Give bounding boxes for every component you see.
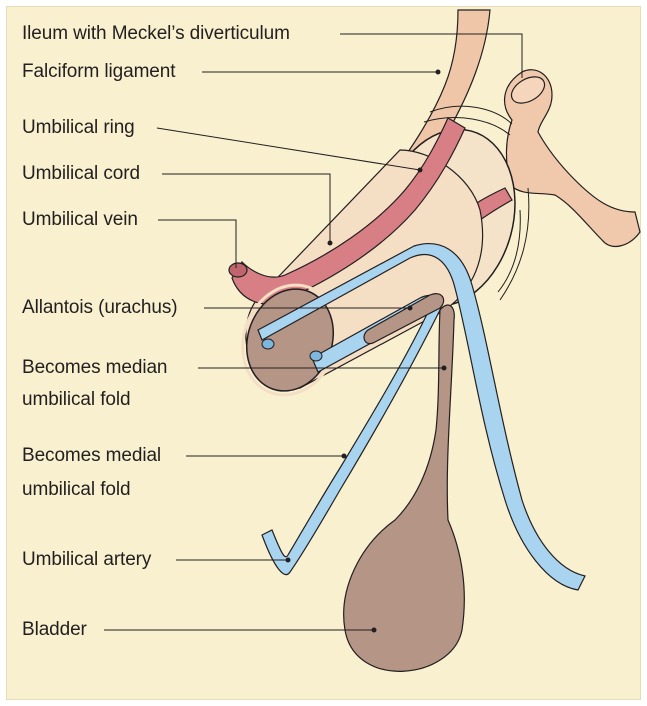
label-allantois: Allantois (urachus)	[22, 291, 177, 324]
artery-end-upper	[262, 339, 274, 349]
label-medial-fold-line2: umbilical fold	[22, 473, 130, 506]
label-falciform-ligament: Falciform ligament	[22, 55, 175, 88]
leader-umbilical-ring	[157, 128, 420, 170]
dot-medial-fold	[342, 454, 347, 459]
dot-umbilical-artery	[286, 558, 291, 563]
label-umbilical-cord: Umbilical cord	[22, 157, 140, 190]
leader-ileum	[340, 34, 522, 78]
label-ileum: Ileum with Meckel’s diverticulum	[22, 17, 290, 50]
dot-falciform	[436, 70, 441, 75]
label-bladder: Bladder	[22, 613, 87, 646]
dot-umbilical-ring	[418, 168, 423, 173]
label-umbilical-ring: Umbilical ring	[22, 111, 135, 144]
label-umbilical-vein: Umbilical vein	[22, 203, 138, 236]
leader-umbilical-vein	[158, 220, 236, 268]
dot-bladder	[372, 628, 377, 633]
umbilical-vein-end	[229, 263, 247, 277]
label-median-fold-line2: umbilical fold	[22, 383, 130, 416]
leader-umbilical-cord	[162, 174, 330, 243]
dot-umbilical-cord	[328, 241, 333, 246]
artery-end-lower	[310, 351, 322, 361]
label-umbilical-artery: Umbilical artery	[22, 543, 151, 576]
label-median-fold-line1: Becomes median	[22, 351, 167, 384]
dot-allantois	[408, 306, 413, 311]
dot-median-fold	[442, 366, 447, 371]
label-medial-fold-line1: Becomes medial	[22, 439, 161, 472]
